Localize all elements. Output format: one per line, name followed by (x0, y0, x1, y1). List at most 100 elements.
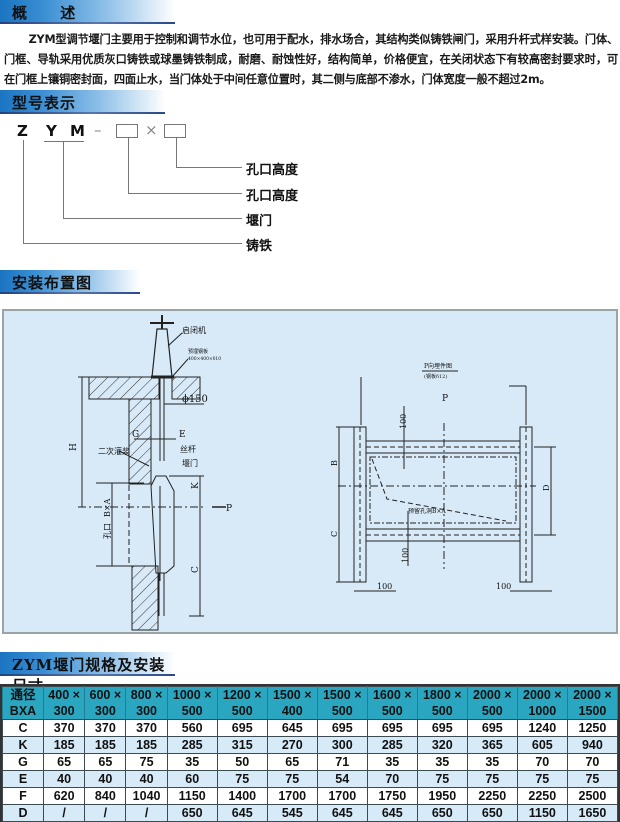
table-cell: 650 (166, 804, 218, 822)
intro-paragraph: ZYM型调节堰门主要用于控制和调节水位，也可用于配水，排水场合，其结构类似铸铁闸… (4, 33, 618, 86)
label-p-view-title: P向埋件图 (424, 362, 452, 370)
label-h: H (69, 443, 79, 451)
table-cell: 185 (125, 736, 168, 754)
table-cell: 70 (366, 770, 418, 788)
column-header-width: 600 × (84, 686, 127, 703)
side-view-labels: 启闭机 预埋钢板 400×400×δ10 ϕ150 G E 丝杆 二次灌浆 堰门… (69, 325, 232, 573)
table-cell: / (42, 804, 86, 822)
table-cell: 300 (316, 736, 368, 754)
hoist-pedestal (151, 328, 173, 378)
table-cell: 695 (416, 719, 468, 737)
column-header-height: 300 (84, 703, 127, 720)
column-header-height: 500 (366, 703, 418, 720)
label-weir-gate: 堰门 (246, 214, 273, 229)
row-label: C (2, 719, 44, 737)
section-header-model: 型号表示 (0, 90, 165, 114)
table-cell: 1650 (566, 804, 619, 822)
column-header-height: 1000 (516, 703, 568, 720)
code-letter-z: Z (17, 122, 28, 140)
table-cell: 645 (316, 804, 368, 822)
label-b: B (330, 460, 339, 466)
section-header-overview: 概 述 (0, 0, 175, 24)
column-header-width: 2000 × (466, 686, 518, 703)
table-cell: 270 (266, 736, 318, 754)
side-view (78, 315, 226, 631)
column-header-height: 500 (416, 703, 468, 720)
table-cell: 75 (266, 770, 318, 788)
column-header-width: 1800 × (416, 686, 468, 703)
table-cell: 370 (84, 719, 127, 737)
section-title-model: 型号表示 (12, 94, 77, 112)
table-cell: 1700 (266, 787, 318, 805)
table-cell: 370 (42, 719, 86, 737)
table-cell: 75 (416, 770, 468, 788)
connector-line (63, 218, 242, 219)
table-cell: 695 (366, 719, 418, 737)
connector-line (176, 138, 177, 168)
table-cell: 1750 (366, 787, 418, 805)
table-cell: 40 (84, 770, 127, 788)
table-cell: 1250 (566, 719, 619, 737)
table-cell: 40 (42, 770, 86, 788)
label-grout: 二次灌浆 (98, 446, 130, 456)
label-d: D (542, 485, 551, 491)
table-cell: 365 (466, 736, 518, 754)
table-cell: 2250 (516, 787, 568, 805)
section-header-spec: ZYM堰门规格及安装尺寸 (0, 652, 175, 695)
table-cell: 75 (566, 770, 619, 788)
table-cell: 1700 (316, 787, 368, 805)
p-view-labels: P向埋件图 (钢板δ12) P B C D 预留孔洞B×A 100 100 10… (330, 362, 551, 591)
label-p: P (226, 504, 232, 514)
table-cell: 35 (166, 753, 218, 771)
table-cell: 71 (316, 753, 368, 771)
connector-line (176, 167, 242, 168)
row-label: E (2, 770, 44, 788)
table-cell: 545 (266, 804, 318, 822)
column-header-height: 500 (466, 703, 518, 720)
row-label: F (2, 787, 44, 805)
header-label-diameter: 通径 (2, 686, 44, 703)
table-cell: 1950 (416, 787, 468, 805)
row-label: K (2, 736, 44, 754)
section-header-install: 安装布置图 (0, 270, 140, 294)
column-header-width: 800 × (125, 686, 168, 703)
column-header-height: 500 (166, 703, 218, 720)
label-c-right: C (330, 531, 339, 537)
table-cell: 940 (566, 736, 619, 754)
column-header-width: 1600 × (366, 686, 418, 703)
table-cell: 60 (166, 770, 218, 788)
table-cell: 2250 (466, 787, 518, 805)
table-cell: 75 (466, 770, 518, 788)
table-cell: 560 (166, 719, 218, 737)
section-title-overview: 概 述 (12, 4, 90, 22)
label-p-direction: P (442, 394, 448, 404)
column-header-width: 1500 × (316, 686, 368, 703)
table-cell: 650 (416, 804, 468, 822)
table-cell: 75 (216, 770, 268, 788)
column-header-height: 400 (266, 703, 318, 720)
table-cell: 75 (125, 753, 168, 771)
label-phi150: ϕ150 (182, 394, 208, 405)
label-cast-iron: 铸铁 (246, 239, 273, 254)
connector-line (23, 243, 242, 244)
table-cell: 605 (516, 736, 568, 754)
column-header-width: 1200 × (216, 686, 268, 703)
table-cell: 50 (216, 753, 268, 771)
label-stem: 丝杆 (180, 444, 196, 454)
label-g: G (132, 430, 139, 440)
installation-drawing: 启闭机 预埋钢板 400×400×δ10 ϕ150 G E 丝杆 二次灌浆 堰门… (69, 315, 556, 631)
table-cell: 35 (466, 753, 518, 771)
table-cell: 70 (566, 753, 619, 771)
table-cell: / (84, 804, 127, 822)
label-e: E (179, 430, 186, 440)
code-box-height (164, 124, 186, 138)
label-bxa: B×A (103, 498, 112, 517)
code-letter-m: M (70, 122, 85, 140)
column-header-width: 1000 × (166, 686, 218, 703)
label-p-view-subtitle: (钢板δ12) (424, 373, 447, 380)
wall-lower (131, 565, 159, 631)
section-title-install: 安装布置图 (12, 274, 93, 292)
table-cell: 75 (516, 770, 568, 788)
